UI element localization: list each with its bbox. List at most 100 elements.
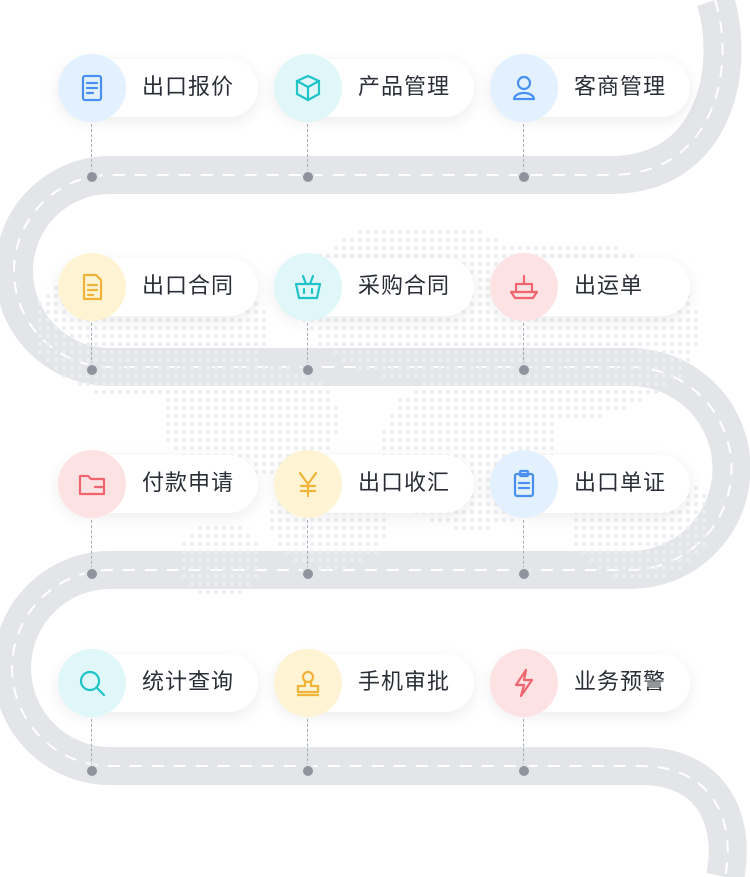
map-dot	[374, 334, 378, 338]
map-dot	[190, 366, 194, 370]
map-dot	[686, 302, 690, 306]
map-dot	[174, 398, 178, 402]
map-dot	[222, 390, 226, 394]
map-dot	[350, 518, 354, 522]
map-dot	[94, 326, 98, 330]
map-dot	[38, 326, 42, 330]
map-dot	[702, 526, 706, 530]
map-dot	[510, 446, 514, 450]
map-dot	[366, 342, 370, 346]
map-dot	[406, 318, 410, 322]
map-dot	[46, 350, 50, 354]
map-dot	[534, 422, 538, 426]
map-dot	[486, 398, 490, 402]
map-dot	[414, 318, 418, 322]
map-dot	[590, 518, 594, 522]
box-icon	[274, 54, 342, 122]
map-dot	[558, 326, 562, 330]
map-dot	[662, 358, 666, 362]
map-dot	[478, 422, 482, 426]
map-dot	[382, 446, 386, 450]
map-dot	[598, 414, 602, 418]
map-dot	[134, 382, 138, 386]
map-dot	[270, 446, 274, 450]
map-dot	[542, 398, 546, 402]
map-dot	[494, 430, 498, 434]
map-dot	[462, 366, 466, 370]
map-dot	[190, 534, 194, 538]
map-dot	[454, 350, 458, 354]
map-dot	[654, 374, 658, 378]
map-dot	[38, 334, 42, 338]
map-dot	[190, 566, 194, 570]
map-dot	[326, 438, 330, 442]
yen-icon	[274, 450, 342, 518]
map-dot	[622, 326, 626, 330]
map-dot	[358, 358, 362, 362]
map-dot	[486, 318, 490, 322]
clipboard-icon	[490, 450, 558, 518]
map-dot	[302, 430, 306, 434]
map-dot	[374, 326, 378, 330]
map-dot	[678, 534, 682, 538]
map-dot	[302, 534, 306, 538]
map-dot	[638, 534, 642, 538]
map-dot	[654, 390, 658, 394]
map-dot	[278, 534, 282, 538]
map-dot	[430, 430, 434, 434]
map-dot	[102, 342, 106, 346]
map-dot	[438, 406, 442, 410]
map-dot	[478, 366, 482, 370]
map-dot	[486, 366, 490, 370]
map-dot	[598, 534, 602, 538]
map-dot	[46, 318, 50, 322]
map-dot	[406, 334, 410, 338]
map-dot	[198, 398, 202, 402]
map-dot	[598, 382, 602, 386]
map-dot	[622, 550, 626, 554]
map-dot	[110, 390, 114, 394]
map-dot	[214, 566, 218, 570]
map-dot	[62, 310, 66, 314]
map-dot	[174, 430, 178, 434]
map-dot	[694, 310, 698, 314]
map-dot	[302, 382, 306, 386]
map-dot	[638, 526, 642, 530]
map-dot	[438, 230, 442, 234]
map-dot	[438, 334, 442, 338]
map-dot	[206, 558, 210, 562]
map-dot	[486, 326, 490, 330]
map-dot	[526, 430, 530, 434]
map-dot	[230, 542, 234, 546]
map-dot	[646, 382, 650, 386]
map-dot	[254, 438, 258, 442]
contract-icon	[58, 253, 126, 321]
map-dot	[182, 334, 186, 338]
map-dot	[158, 342, 162, 346]
connector-line	[307, 520, 308, 569]
map-dot	[374, 366, 378, 370]
map-dot	[558, 246, 562, 250]
map-dot	[118, 358, 122, 362]
map-dot	[382, 326, 386, 330]
map-dot	[582, 414, 586, 418]
map-dot	[670, 542, 674, 546]
map-dot	[214, 326, 218, 330]
map-dot	[534, 382, 538, 386]
map-dot	[574, 414, 578, 418]
map-dot	[230, 390, 234, 394]
map-dot	[198, 566, 202, 570]
map-dot	[262, 334, 266, 338]
map-dot	[366, 550, 370, 554]
map-dot	[134, 366, 138, 370]
map-dot	[310, 422, 314, 426]
map-dot	[366, 350, 370, 354]
map-dot	[414, 254, 418, 258]
map-dot	[446, 318, 450, 322]
map-dot	[542, 350, 546, 354]
feature-label: 出运单	[574, 274, 644, 299]
map-dot	[214, 550, 218, 554]
map-dot	[622, 382, 626, 386]
map-dot	[182, 566, 186, 570]
map-dot	[494, 438, 498, 442]
